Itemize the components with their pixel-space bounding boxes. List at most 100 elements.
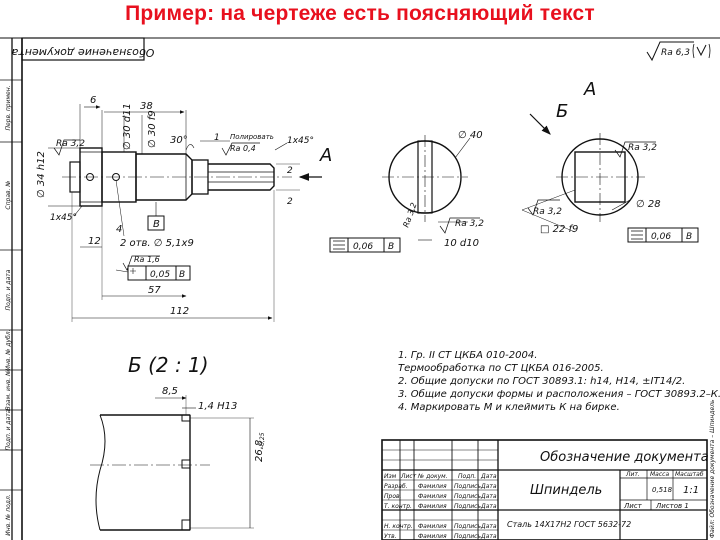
svg-text:8,5: 8,5 (162, 386, 178, 397)
svg-text:Фамилия: Фамилия (418, 533, 447, 540)
inverted-stamp-text: Обозначение документа (11, 46, 154, 59)
side-file-text: Файл: Обозначение документа – Шпиндель (709, 399, 716, 538)
svg-text:26,8: 26,8 (254, 440, 265, 462)
title-block: Обозначение документа Шпиндель Сталь 14Х… (381, 399, 716, 540)
holes-note: 2 отв. ∅ 5,1x9 (120, 238, 194, 249)
svg-text:Ra 1,6: Ra 1,6 (134, 255, 160, 264)
svg-text:Полировать: Полировать (230, 133, 274, 141)
note-4: 4. Маркировать М и клеймить К на бирке. (398, 401, 620, 413)
svg-text:12: 12 (88, 236, 101, 247)
svg-text:10 d10: 10 d10 (444, 238, 479, 249)
view-a-label: А (319, 145, 332, 166)
svg-text:4: 4 (116, 224, 122, 235)
svg-text:Изм: Изм (384, 473, 397, 480)
svg-text:Ra 6,3: Ra 6,3 (661, 48, 690, 58)
svg-text:∅ 30 f9: ∅ 30 f9 (147, 110, 158, 148)
svg-text:0,06: 0,06 (651, 232, 671, 242)
svg-text:В: В (686, 232, 692, 242)
svg-text:2: 2 (287, 197, 293, 207)
svg-text:2: 2 (287, 166, 293, 176)
svg-text:Ra 3,2: Ra 3,2 (628, 143, 657, 153)
svg-text:Подпись: Подпись (454, 483, 481, 490)
svg-text:В: В (388, 242, 394, 252)
strip-label-1: Перв. примен. (5, 85, 12, 130)
sheet-frame (0, 37, 720, 540)
strip-label-3: Подп. и дата (5, 269, 12, 310)
svg-text:Пров.: Пров. (384, 493, 402, 500)
slide-title: Пример: на чертеже есть поясняющий текст (125, 2, 595, 25)
left-strip-labels: Перв. примен. Справ. № Подп. и дата Инв.… (5, 85, 12, 535)
technical-notes: 1. Гр. II СТ ЦКБА 010-2004. Термообработ… (398, 350, 720, 413)
svg-text:Фамилия: Фамилия (418, 493, 447, 500)
svg-text:Лист: Лист (400, 473, 417, 480)
svg-text:Лист: Лист (623, 502, 643, 510)
svg-text:38: 38 (140, 101, 153, 112)
svg-text:Подпись: Подпись (454, 493, 481, 500)
svg-text:Подп.: Подп. (458, 473, 476, 480)
svg-text:1x45°: 1x45° (50, 213, 77, 223)
svg-text:Дата: Дата (480, 473, 497, 480)
svg-text:∅ 28: ∅ 28 (636, 199, 661, 210)
detail-b-view: Б (2 : 1) 8,5 1,4 H13 26,8 -0,25 (90, 353, 266, 531)
doc-designation: Обозначение документа (540, 450, 709, 465)
svg-text:Ra 0,4: Ra 0,4 (230, 144, 256, 153)
svg-text:Фамилия: Фамилия (418, 503, 447, 510)
svg-text:□ 22 f9: □ 22 f9 (540, 224, 578, 235)
svg-text:Масса: Масса (650, 471, 669, 478)
svg-text:Подпись: Подпись (454, 533, 481, 540)
part-name: Шпиндель (530, 483, 602, 498)
strip-label-7: Инв. № подл. (5, 494, 12, 535)
svg-text:Дата: Дата (480, 483, 497, 490)
svg-text:30°: 30° (170, 135, 188, 146)
svg-text:0,06: 0,06 (353, 242, 373, 252)
svg-text:Фамилия: Фамилия (418, 483, 447, 490)
svg-text:-0,25: -0,25 (259, 432, 266, 448)
svg-text:Утв.: Утв. (384, 533, 397, 540)
svg-text:1:1: 1:1 (683, 485, 699, 496)
main-view-dimensions: 6 38 ∅ 30 d11 ∅ 30 f9 30° 1 Полировать R… (36, 95, 314, 322)
view-a-label-2: А (583, 79, 596, 100)
svg-text:0,05: 0,05 (150, 270, 170, 280)
svg-text:∅ 40: ∅ 40 (458, 130, 483, 141)
svg-text:Ra 3,2: Ra 3,2 (56, 139, 85, 149)
svg-text:Листов 1: Листов 1 (655, 502, 689, 510)
strip-label-4: Инв. № дубл. (5, 329, 12, 370)
svg-text:Ra 3,2: Ra 3,2 (455, 219, 484, 229)
svg-text:Дата: Дата (480, 533, 497, 540)
svg-text:№ докум.: № докум. (417, 473, 448, 480)
svg-text:Ra 3,2: Ra 3,2 (533, 207, 562, 217)
svg-text:В: В (179, 270, 185, 280)
svg-text:0,518: 0,518 (652, 486, 673, 494)
note-1: 1. Гр. II СТ ЦКБА 010-2004. (398, 350, 537, 361)
svg-text:Дата: Дата (480, 493, 497, 500)
detail-b-label: Б (2 : 1) (128, 353, 209, 377)
svg-text:Разраб.: Разраб. (384, 483, 408, 490)
svg-text:1: 1 (214, 133, 220, 143)
note-3: 3. Общие допуски формы и расположения – … (398, 388, 720, 400)
svg-text:1x45°: 1x45° (287, 136, 314, 146)
svg-text:1,4 H13: 1,4 H13 (198, 401, 237, 412)
svg-text:57: 57 (148, 285, 161, 296)
svg-text:Фамилия: Фамилия (418, 523, 447, 530)
roughness-corner: Ra 6,3 (646, 41, 711, 62)
strip-label-2: Справ. № (5, 180, 12, 209)
svg-text:Лит.: Лит. (625, 471, 640, 478)
svg-text:∅ 30 d11: ∅ 30 d11 (122, 103, 133, 150)
svg-text:Дата: Дата (480, 523, 497, 530)
note-1b: Термообработка по СТ ЦКБА 016-2005. (398, 362, 604, 374)
note-2: 2. Общие допуски по ГОСТ 30893.1: h14, H… (398, 375, 685, 387)
section-view-round: ∅ 40 Ra 3,2 Ra 3,2 10 d10 0,06 В (329, 130, 484, 253)
svg-text:Подпись: Подпись (454, 503, 481, 510)
svg-text:∅ 34 h12: ∅ 34 h12 (36, 151, 47, 198)
svg-text:6: 6 (90, 95, 96, 106)
svg-text:Н. контр.: Н. контр. (384, 523, 413, 530)
strip-label-6: Подп. и дата (5, 409, 12, 450)
svg-text:Масштаб: Масштаб (675, 471, 704, 478)
section-b-label: Б (556, 101, 568, 122)
strip-label-5: Взам. инв. № (5, 370, 12, 411)
svg-text:Дата: Дата (480, 503, 497, 510)
svg-text:Т. контр.: Т. контр. (384, 503, 412, 510)
svg-text:Подпись: Подпись (454, 523, 481, 530)
section-view-square: А Б Ra 3,2 Ra 3,2 ∅ 28 □ 22 f9 0,06 В (521, 79, 699, 243)
